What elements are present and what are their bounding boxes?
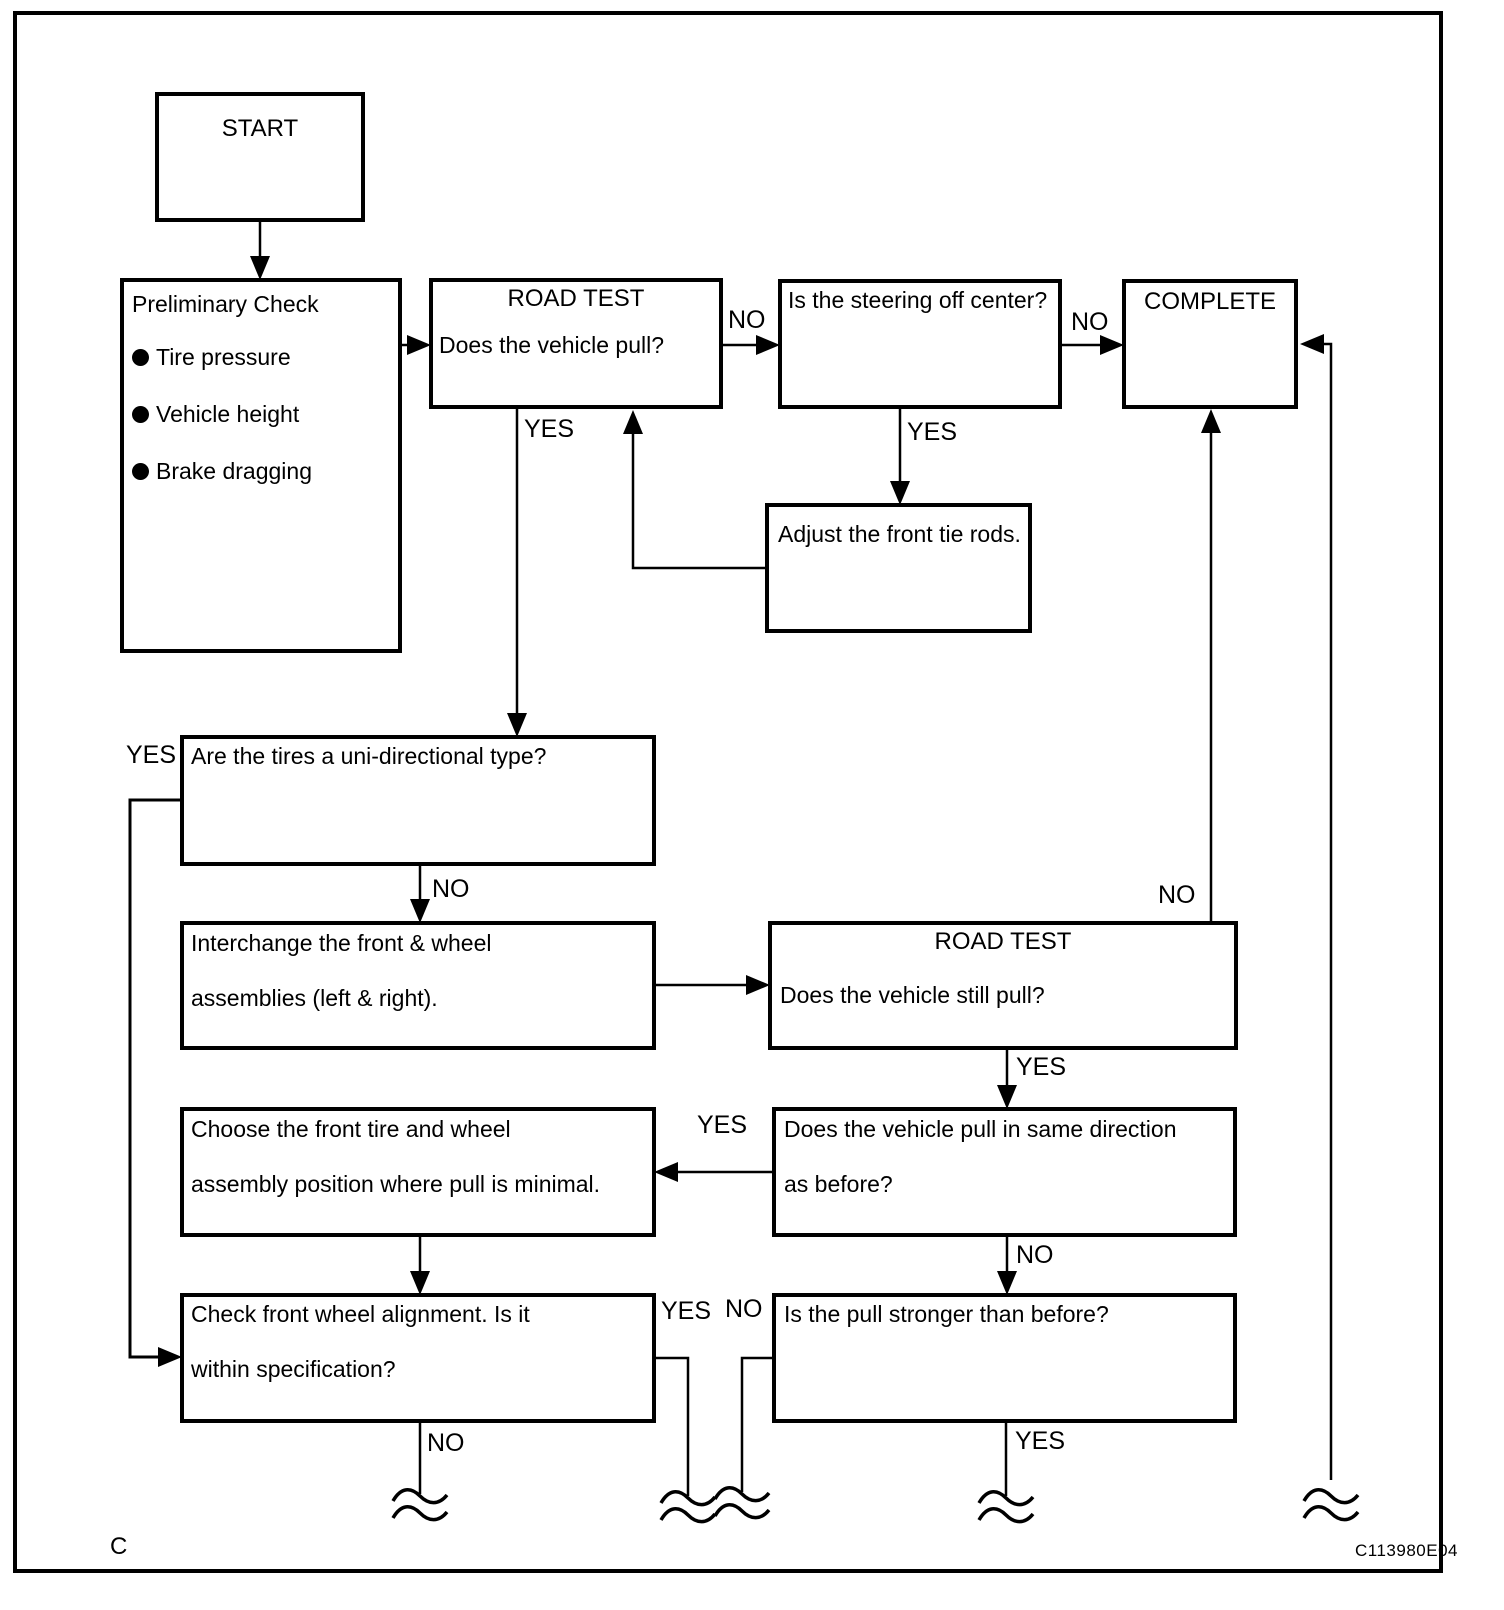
preliminary-item: Tire pressure xyxy=(132,344,291,370)
interchange-line: Interchange the front & wheel xyxy=(191,930,492,956)
road-test-2-title: ROAD TEST xyxy=(934,928,1072,955)
tires-question: Are the tires a uni-directional type? xyxy=(191,743,547,769)
connector-samedirection-no-to-stronger xyxy=(997,1237,1017,1295)
road-test-1-title: ROAD TEST xyxy=(507,285,645,312)
preliminary-item-label: Brake dragging xyxy=(156,458,312,484)
edge-label-yes-steering: YES xyxy=(907,418,958,446)
bullet-icon xyxy=(132,405,149,423)
edge-label-yes-stronger: YES xyxy=(1015,1427,1066,1455)
node-complete: COMPLETE xyxy=(1122,279,1298,409)
node-same-direction: Does the vehicle pull in same direction … xyxy=(772,1107,1237,1237)
node-start: START xyxy=(155,92,365,222)
road-test-1-question: Does the vehicle pull? xyxy=(439,332,665,358)
preliminary-item-label: Tire pressure xyxy=(156,344,291,370)
break-symbol xyxy=(977,1490,1035,1524)
node-road-test-1: ROAD TEST Does the vehicle pull? xyxy=(429,278,723,409)
complete-label: COMPLETE xyxy=(1143,288,1277,315)
node-choose-position: Choose the front tire and wheel assembly… xyxy=(180,1107,656,1237)
edge-label-no-stronger: NO xyxy=(725,1295,763,1323)
same-direction-line: Does the vehicle pull in same direction xyxy=(784,1116,1177,1142)
check-alignment-line: Check front wheel alignment. Is it xyxy=(191,1301,530,1327)
pull-stronger-question: Is the pull stronger than before? xyxy=(784,1301,1109,1327)
break-symbol xyxy=(391,1488,449,1522)
connector-check-yes-offpage xyxy=(656,1356,690,1496)
connector-offpage-to-complete xyxy=(1300,334,1333,1480)
node-adjust-tie-rods: Adjust the front tie rods. xyxy=(765,503,1032,633)
preliminary-item-label: Vehicle height xyxy=(156,401,300,427)
road-test-2-question: Does the vehicle still pull? xyxy=(780,982,1045,1008)
node-road-test-2: ROAD TEST Does the vehicle still pull? xyxy=(768,921,1238,1050)
node-steering-off-center: Is the steering off center? xyxy=(778,279,1062,409)
choose-line: assembly position where pull is minimal. xyxy=(191,1171,601,1197)
node-interchange-wheels: Interchange the front & wheel assemblies… xyxy=(180,921,656,1050)
edge-label-no-tires: NO xyxy=(432,875,470,903)
connector-samedirection-yes-to-choose xyxy=(654,1162,772,1182)
connector-roadtest2-no-to-complete xyxy=(1201,409,1221,921)
steering-question: Is the steering off center? xyxy=(788,287,1048,313)
node-preliminary-check: Preliminary Check Tire pressure Vehicle … xyxy=(120,278,402,653)
edge-label-yes-tires: YES xyxy=(126,741,177,769)
connector-preliminary-to-roadtest1 xyxy=(402,335,431,355)
node-pull-stronger: Is the pull stronger than before? xyxy=(772,1293,1237,1423)
preliminary-item: Vehicle height xyxy=(132,401,299,427)
edge-label-no-roadtest1: NO xyxy=(728,306,766,334)
bullet-icon xyxy=(132,462,149,480)
footer-figure-code: C113980E04 xyxy=(1355,1541,1458,1560)
footer-page-letter: C xyxy=(110,1533,128,1560)
check-alignment-line: within specification? xyxy=(191,1356,396,1382)
edge-label-yes-same-direction: YES xyxy=(697,1111,748,1139)
interchange-line: assemblies (left & right). xyxy=(191,985,438,1011)
edge-label-no-steering: NO xyxy=(1071,308,1109,336)
edge-label-no-same-direction: NO xyxy=(1016,1241,1054,1269)
page-border xyxy=(13,11,1443,1573)
node-check-alignment: Check front wheel alignment. Is it withi… xyxy=(180,1293,656,1423)
connector-roadtest1-no-to-steering xyxy=(723,335,780,355)
preliminary-title: Preliminary Check xyxy=(132,291,319,317)
break-symbol xyxy=(713,1486,771,1520)
choose-line: Choose the front tire and wheel xyxy=(191,1116,511,1142)
preliminary-item: Brake dragging xyxy=(132,458,312,484)
start-label: START xyxy=(221,115,299,142)
break-symbol xyxy=(1302,1488,1360,1522)
connector-steering-yes-to-adjust xyxy=(890,409,910,505)
connector-roadtest1-yes-to-tires xyxy=(507,409,527,737)
node-uni-directional-tires: Are the tires a uni-directional type? xyxy=(180,735,656,866)
connector-interchange-to-roadtest2 xyxy=(656,975,770,995)
connector-adjust-feedback-to-roadtest1 xyxy=(623,410,765,570)
edge-label-yes-check: YES xyxy=(661,1297,712,1325)
adjust-label: Adjust the front tie rods. xyxy=(778,521,1021,547)
connector-choose-to-check xyxy=(410,1237,430,1295)
connector-tires-no-to-interchange xyxy=(410,866,430,923)
edge-label-no-roadtest2: NO xyxy=(1158,881,1196,909)
connector-start-to-preliminary xyxy=(250,222,270,280)
edge-label-yes-roadtest1: YES xyxy=(524,415,575,443)
connector-stronger-no-offpage xyxy=(740,1356,772,1492)
edge-label-no-check: NO xyxy=(427,1429,465,1457)
same-direction-line: as before? xyxy=(784,1171,893,1197)
connector-steering-no-to-complete xyxy=(1062,335,1124,355)
connector-tires-yes-to-check xyxy=(128,798,182,1367)
break-symbol xyxy=(659,1490,717,1524)
connector-roadtest2-yes-to-samedirection xyxy=(997,1050,1017,1109)
bullet-icon xyxy=(132,348,149,366)
edge-label-yes-roadtest2: YES xyxy=(1016,1053,1067,1081)
